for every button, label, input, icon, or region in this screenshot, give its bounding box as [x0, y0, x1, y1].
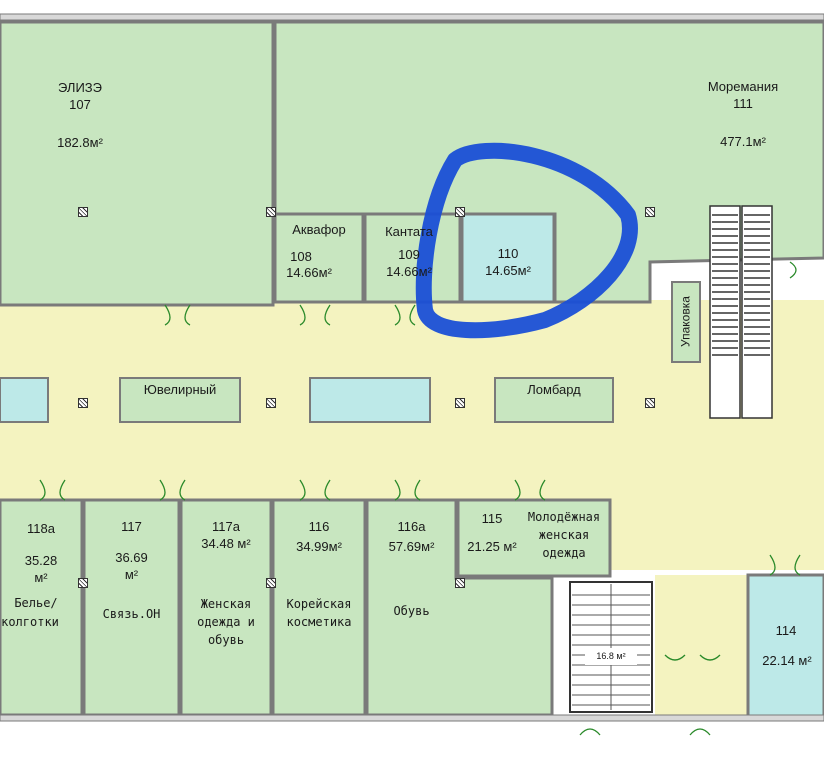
unit-111-name: Моремания	[707, 79, 779, 94]
island-pawnshop[interactable]	[494, 377, 614, 423]
unit-117a-area: 34.48 м²	[201, 536, 251, 551]
unit-110-number: 110	[497, 246, 519, 261]
unit-118a-desc-line1: Белье/	[14, 596, 58, 610]
unit-117a-desc-line3: обувь	[207, 633, 245, 647]
unit-117a[interactable]	[179, 498, 273, 717]
column-marker	[645, 207, 655, 217]
island-middle[interactable]	[309, 377, 431, 423]
unit-118a-desc-line2: колготки	[1, 615, 59, 629]
unit-116a-desc: Обувь	[393, 604, 430, 618]
unit-108[interactable]	[273, 212, 365, 304]
unit-115-desc-line1: Молодёжная	[527, 510, 601, 524]
unit-117-number: 117	[121, 519, 142, 534]
island-jewelry-label: Ювелирный	[143, 382, 217, 397]
column-marker	[266, 398, 276, 408]
unit-116a-area: 57.69м²	[388, 539, 435, 554]
unit-111-area: 477.1м²	[720, 134, 766, 149]
escalator-steps	[712, 214, 770, 356]
unit-117-area: 36.69	[115, 550, 148, 565]
island-jewelry[interactable]	[119, 377, 241, 423]
unit-109-name: Кантата	[385, 224, 433, 239]
unit-115-desc-line3: одежда	[542, 546, 586, 560]
unit-116-desc-line2: косметика	[286, 615, 352, 629]
unit-116-area: 34.99м²	[296, 539, 342, 554]
unit-110[interactable]	[460, 212, 556, 304]
unit-115-area: 21.25 м²	[467, 539, 517, 554]
packing-kiosk[interactable]	[671, 281, 701, 363]
stair-area: 16.8 м²	[585, 648, 637, 665]
column-marker	[455, 578, 465, 588]
unit-115-desc-line2: женская	[538, 528, 590, 542]
escalator-left[interactable]	[709, 205, 741, 419]
column-marker	[455, 207, 465, 217]
unit-107-name: ЭЛИЗЭ	[58, 80, 102, 95]
unit-117a-desc-line1: Женская	[200, 597, 252, 611]
column-marker	[78, 207, 88, 217]
island-left[interactable]	[0, 377, 49, 423]
unit-116-desc-line1: Корейская	[286, 597, 352, 611]
column-marker	[645, 398, 655, 408]
unit-116a-number: 116a	[397, 519, 426, 534]
unit-118a-unit: м²	[34, 570, 48, 585]
unit-109-area: 14.66м²	[386, 264, 432, 279]
unit-117-unit: м²	[124, 567, 139, 582]
highlight-marker	[415, 142, 638, 339]
unit-114-number: 114	[775, 623, 797, 638]
escalator-right[interactable]	[741, 205, 773, 419]
unit-107-area: 182.8м²	[57, 135, 103, 150]
bottom-wall	[0, 714, 824, 722]
unit-118a-number: 118a	[27, 521, 55, 536]
unit-110-area: 14.65м²	[485, 263, 531, 278]
unit-114-area: 22.14 м²	[762, 653, 812, 668]
unit-117-desc: Связь.ОН	[102, 607, 161, 621]
corridor-bottom-passage	[655, 575, 750, 720]
unit-117[interactable]	[82, 498, 181, 717]
packing-label: Упаковка	[678, 296, 693, 347]
corridor-lower-right	[610, 490, 824, 570]
unit-115[interactable]	[456, 498, 612, 578]
column-marker	[266, 578, 276, 588]
unit-107-number: 107	[69, 97, 91, 112]
unit-118a-area: 35.28	[24, 553, 58, 568]
unit-117a-desc-line2: одежда и	[197, 615, 255, 629]
unit-109-number: 109	[398, 247, 420, 262]
top-wall	[0, 13, 824, 21]
unit-115-number: 115	[481, 511, 503, 526]
island-pawnshop-label: Ломбард	[527, 382, 581, 397]
column-marker	[266, 207, 276, 217]
column-marker	[78, 578, 88, 588]
unit-109[interactable]	[363, 212, 462, 304]
unit-111-number: 111	[733, 96, 753, 111]
unit-117a-number: 117a	[212, 519, 240, 534]
unit-116[interactable]	[271, 498, 367, 717]
unit-108-number: 108	[290, 249, 312, 264]
stair-steps	[572, 584, 650, 710]
unit-114[interactable]	[746, 573, 824, 722]
door-swings	[39, 261, 801, 736]
unit-107[interactable]	[0, 20, 275, 307]
column-marker	[455, 398, 465, 408]
unit-116-number: 116	[308, 519, 330, 534]
unit-108-area: 14.66м²	[286, 265, 332, 280]
unit-108-name: Аквафор	[292, 222, 346, 237]
column-marker	[78, 398, 88, 408]
